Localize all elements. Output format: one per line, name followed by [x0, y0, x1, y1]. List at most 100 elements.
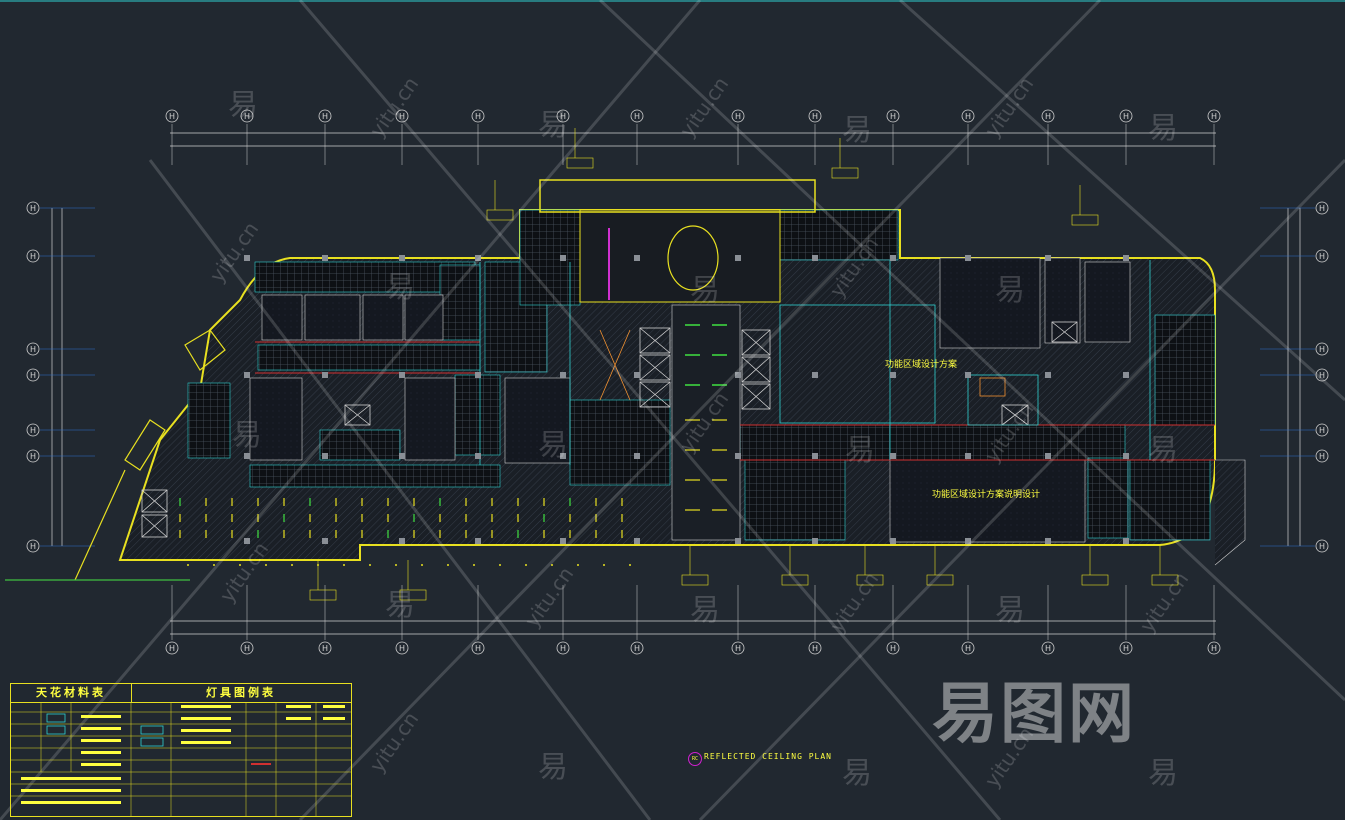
column: [1123, 372, 1129, 378]
axis-bubble-label: H: [30, 371, 36, 380]
elevator-cores: [141, 321, 1078, 538]
axis-bubble: H: [26, 539, 40, 553]
column: [399, 255, 405, 261]
column: [1123, 453, 1129, 459]
axis-bubble: H: [26, 249, 40, 263]
downlight: [603, 564, 605, 566]
axis-bubble-label: H: [30, 542, 36, 551]
axis-bubble: H: [1119, 641, 1133, 655]
axis-bubble: H: [165, 641, 179, 655]
legend-grid: [11, 702, 351, 816]
axis-bubble: H: [1041, 109, 1055, 123]
axis-bubble: H: [1315, 423, 1329, 437]
axis-bubble-label: H: [890, 112, 896, 121]
axis-bubble: H: [318, 641, 332, 655]
axis-bubble: H: [630, 109, 644, 123]
dark-rooms: [249, 257, 1131, 543]
axis-bubble-label: H: [399, 644, 405, 653]
axis-bubble: H: [556, 641, 570, 655]
column: [812, 538, 818, 544]
column: [735, 372, 741, 378]
axis-bubble-label: H: [399, 112, 405, 121]
orange-stair: [599, 329, 1006, 401]
column: [322, 538, 328, 544]
column: [475, 453, 481, 459]
axis-bubble-label: H: [812, 112, 818, 121]
axis-bubble-label: H: [244, 112, 250, 121]
axis-bubble: H: [1315, 368, 1329, 382]
column: [399, 453, 405, 459]
axis-bubble-label: H: [30, 204, 36, 213]
column: [475, 538, 481, 544]
downlight: [577, 564, 579, 566]
axis-bubble: H: [26, 449, 40, 463]
column: [812, 372, 818, 378]
column: [244, 453, 250, 459]
structural-columns: [244, 255, 1129, 544]
column: [812, 255, 818, 261]
axis-bubble-label: H: [1045, 644, 1051, 653]
axis-bubble: H: [1041, 641, 1055, 655]
downlight: [265, 564, 267, 566]
column: [735, 255, 741, 261]
axis-bubble-label: H: [1319, 371, 1325, 380]
axis-bubble-label: H: [322, 112, 328, 121]
axis-bubble-label: H: [30, 345, 36, 354]
axis-bubble: H: [318, 109, 332, 123]
axis-bubble-label: H: [1045, 112, 1051, 121]
axis-bubble-label: H: [890, 644, 896, 653]
axis-bubble: H: [26, 201, 40, 215]
axis-bubble: H: [240, 641, 254, 655]
callout-tag: [681, 574, 709, 586]
column: [1045, 372, 1051, 378]
axis-bubble-label: H: [169, 644, 175, 653]
axis-bubble: H: [556, 109, 570, 123]
axis-bubble: H: [961, 109, 975, 123]
callout-tag: [1071, 214, 1099, 226]
column: [634, 255, 640, 261]
axis-bubble: H: [1207, 641, 1221, 655]
column: [560, 255, 566, 261]
axis-bubble: H: [1315, 201, 1329, 215]
axis-bubble: H: [808, 109, 822, 123]
column: [735, 538, 741, 544]
column: [475, 372, 481, 378]
axis-bubble-label: H: [1319, 252, 1325, 261]
axis-bubble-label: H: [560, 644, 566, 653]
callout-tag: [926, 574, 954, 586]
axis-bubble: H: [26, 342, 40, 356]
axis-bubble-label: H: [30, 452, 36, 461]
axis-bubble: H: [471, 641, 485, 655]
exterior-edge: [74, 329, 226, 581]
downlight: [525, 564, 527, 566]
ceiling-material-header: 天花材料表: [11, 684, 132, 703]
axis-bubble-label: H: [169, 112, 175, 121]
axis-bubble-label: H: [1123, 112, 1129, 121]
central-lobby: [539, 179, 816, 303]
callout-tag: [399, 589, 427, 601]
axis-bubble-label: H: [1123, 644, 1129, 653]
column: [1045, 538, 1051, 544]
column: [475, 255, 481, 261]
axis-bubble: H: [731, 641, 745, 655]
column: [890, 372, 896, 378]
axis-bubble-label: H: [1319, 542, 1325, 551]
callout-tag: [1081, 574, 1109, 586]
cyan-partitions: [479, 260, 1151, 465]
column: [244, 255, 250, 261]
axis-bubble: H: [1315, 342, 1329, 356]
axis-bubble: H: [1315, 249, 1329, 263]
column: [965, 538, 971, 544]
downlight: [473, 564, 475, 566]
axis-bubble-label: H: [475, 644, 481, 653]
axis-bubble-label: H: [965, 112, 971, 121]
axis-bubble-label: H: [965, 644, 971, 653]
column: [634, 453, 640, 459]
column: [560, 372, 566, 378]
column: [890, 255, 896, 261]
callout-tag: [1151, 574, 1179, 586]
